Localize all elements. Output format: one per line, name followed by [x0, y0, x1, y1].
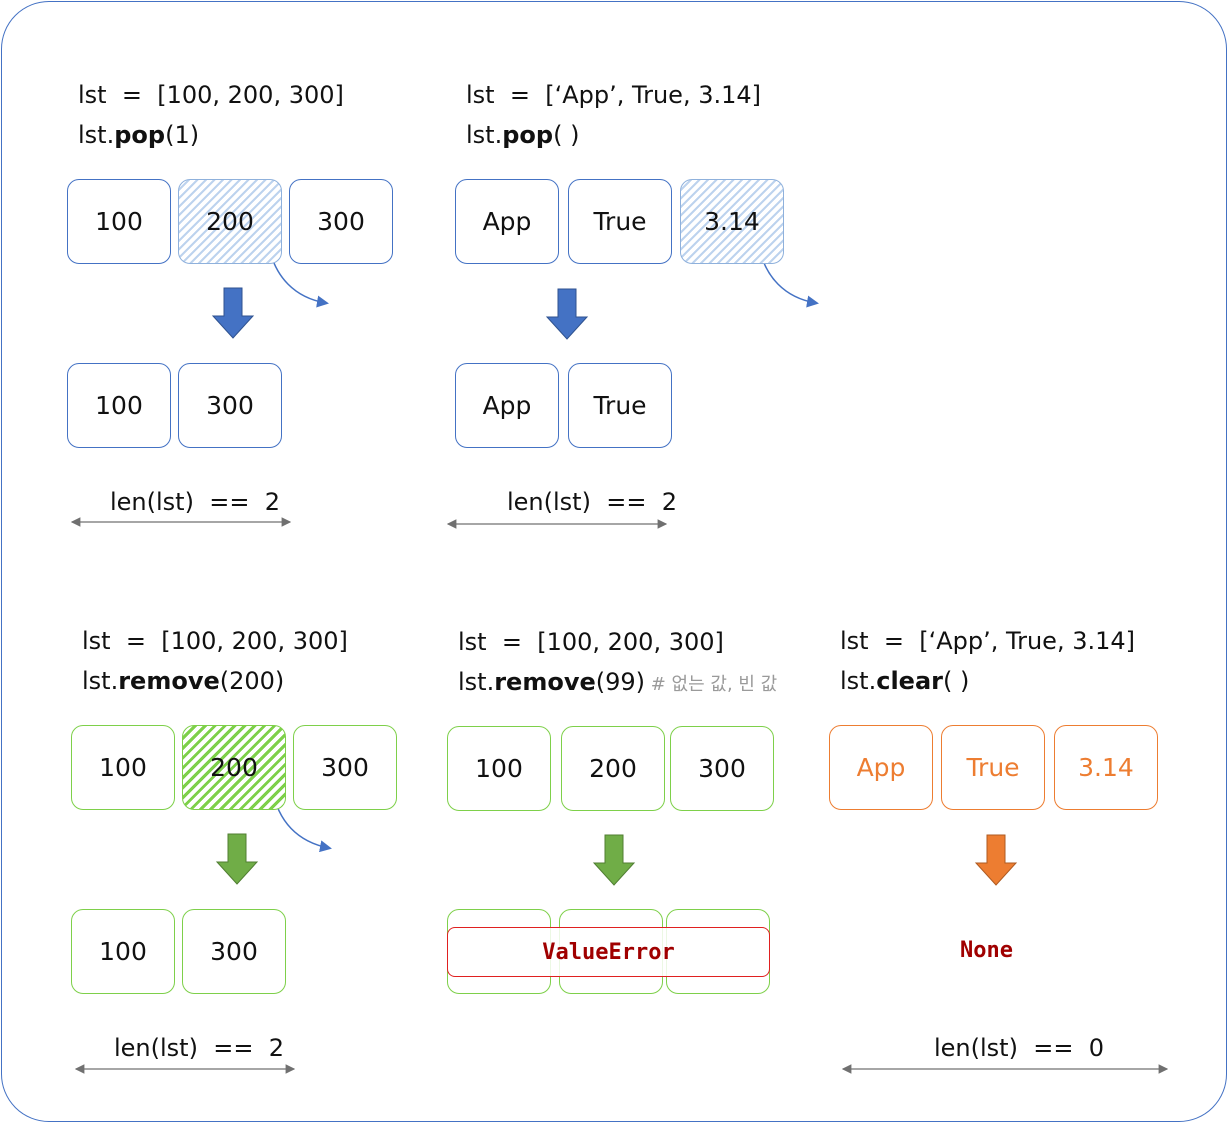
down-arrow-icon	[215, 833, 259, 885]
list-cell: 100	[71, 909, 175, 994]
code-line-assign: lst = [100, 200, 300]	[78, 81, 344, 109]
code-line-call: lst.pop(1)	[78, 120, 199, 150]
code-method: pop	[502, 121, 554, 149]
code-args: (200)	[219, 667, 285, 695]
list-cell: True	[568, 179, 672, 264]
down-arrow-icon	[545, 288, 589, 340]
list-cell: App	[455, 363, 559, 448]
list-cell: True	[941, 725, 1045, 810]
error-result: ValueError	[447, 927, 770, 977]
list-cell: App	[455, 179, 559, 264]
list-cell: 300	[182, 909, 286, 994]
list-cell: 200	[561, 726, 665, 811]
code-object: lst.	[466, 121, 503, 149]
code-line-assign: lst = [100, 200, 300]	[458, 628, 724, 656]
code-object: lst.	[82, 667, 119, 695]
list-cell: 300	[293, 725, 397, 810]
code-line-assign: lst = [100, 200, 300]	[82, 627, 348, 655]
code-method: clear	[876, 667, 943, 695]
code-method: remove	[494, 668, 596, 696]
code-line-call: lst.clear( )	[840, 666, 969, 696]
code-object: lst.	[78, 121, 115, 149]
list-cell: 300	[178, 363, 282, 448]
list-cell-removed: 200	[182, 725, 286, 810]
down-arrow-icon	[211, 287, 255, 339]
code-comment: # 없는 값, 빈 값	[645, 674, 778, 695]
code-line-call: lst.remove(200)	[82, 666, 284, 696]
code-method: pop	[114, 121, 166, 149]
list-cell-removed: 200	[178, 179, 282, 264]
list-cell: 300	[670, 726, 774, 811]
list-cell: 300	[289, 179, 393, 264]
list-cell: App	[829, 725, 933, 810]
down-arrow-icon	[974, 834, 1018, 886]
list-cell-removed: 3.14	[680, 179, 784, 264]
list-cell: True	[568, 363, 672, 448]
length-label: len(lst) == 2	[110, 488, 280, 516]
code-line-call: lst.pop( )	[466, 120, 579, 150]
code-line-assign: lst = [‘App’, True, 3.14]	[466, 81, 762, 109]
down-arrow-icon	[592, 834, 636, 886]
code-line-assign: lst = [‘App’, True, 3.14]	[840, 627, 1136, 655]
list-cell: 100	[447, 726, 551, 811]
list-cell: 100	[67, 179, 171, 264]
code-object: lst.	[840, 667, 877, 695]
code-object: lst.	[458, 668, 495, 696]
code-args: ( )	[553, 121, 580, 149]
code-args: ( )	[942, 667, 970, 695]
code-args: (99)	[595, 668, 646, 696]
none-result: None	[960, 938, 1013, 963]
code-args: (1)	[165, 121, 200, 149]
length-label: len(lst) == 2	[114, 1034, 284, 1062]
code-method: remove	[118, 667, 220, 695]
list-cell: 3.14	[1054, 725, 1158, 810]
length-label: len(lst) == 0	[934, 1034, 1104, 1062]
list-cell: 100	[71, 725, 175, 810]
list-cell: 100	[67, 363, 171, 448]
code-line-call: lst.remove(99) # 없는 값, 빈 값	[458, 667, 777, 700]
length-label: len(lst) == 2	[507, 488, 677, 516]
